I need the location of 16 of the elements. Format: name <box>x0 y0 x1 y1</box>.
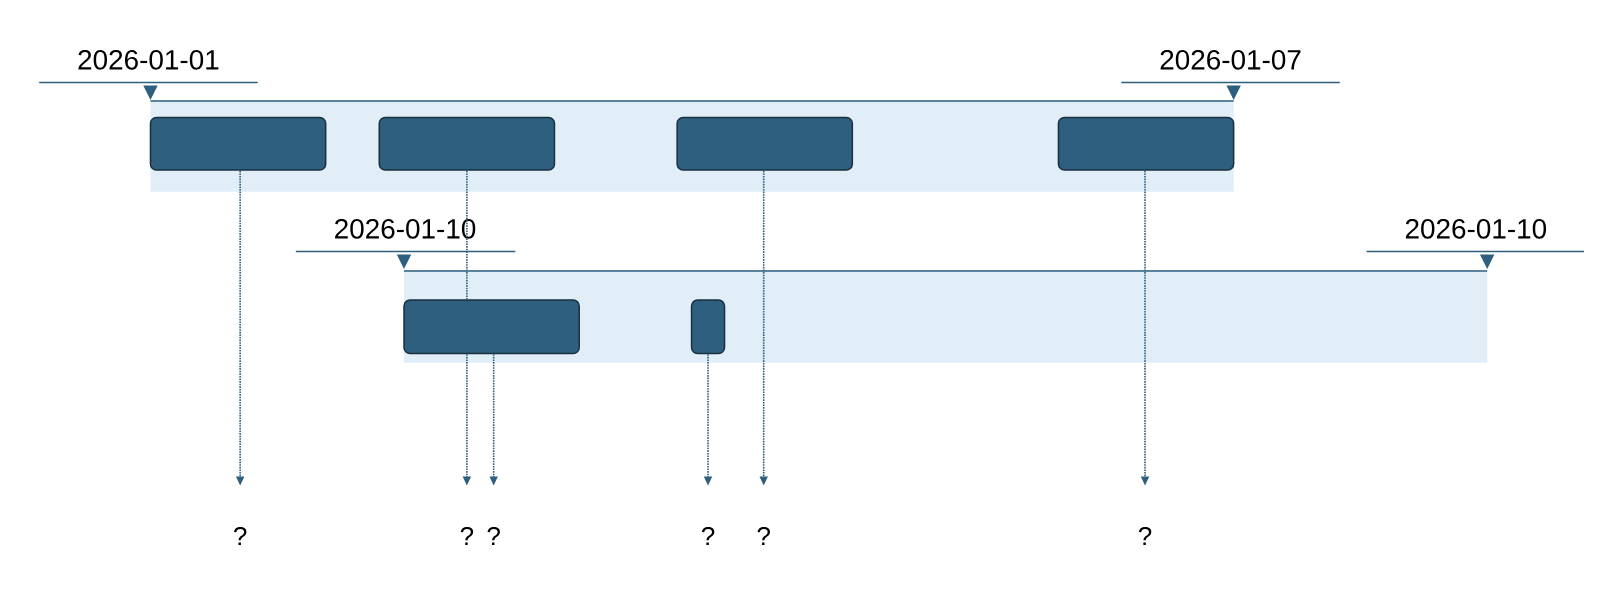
date-label: 2026-01-01 <box>78 49 219 70</box>
result-label: ? <box>460 526 474 545</box>
date-label: 2026-01-07 <box>1160 49 1301 70</box>
task-box <box>378 116 556 171</box>
task-box <box>676 116 854 171</box>
date-label: 2026-01-10 <box>1405 218 1547 239</box>
result-label: ? <box>757 526 770 545</box>
result-label: ? <box>701 526 715 545</box>
result-label: ? <box>1138 526 1152 545</box>
task-box <box>403 299 580 355</box>
task-box <box>1057 116 1235 171</box>
result-label: ? <box>487 526 500 545</box>
result-label: ? <box>234 526 247 545</box>
task-box <box>690 299 726 355</box>
task-box <box>149 116 327 171</box>
date-label: 2026-01-10 <box>335 218 476 239</box>
